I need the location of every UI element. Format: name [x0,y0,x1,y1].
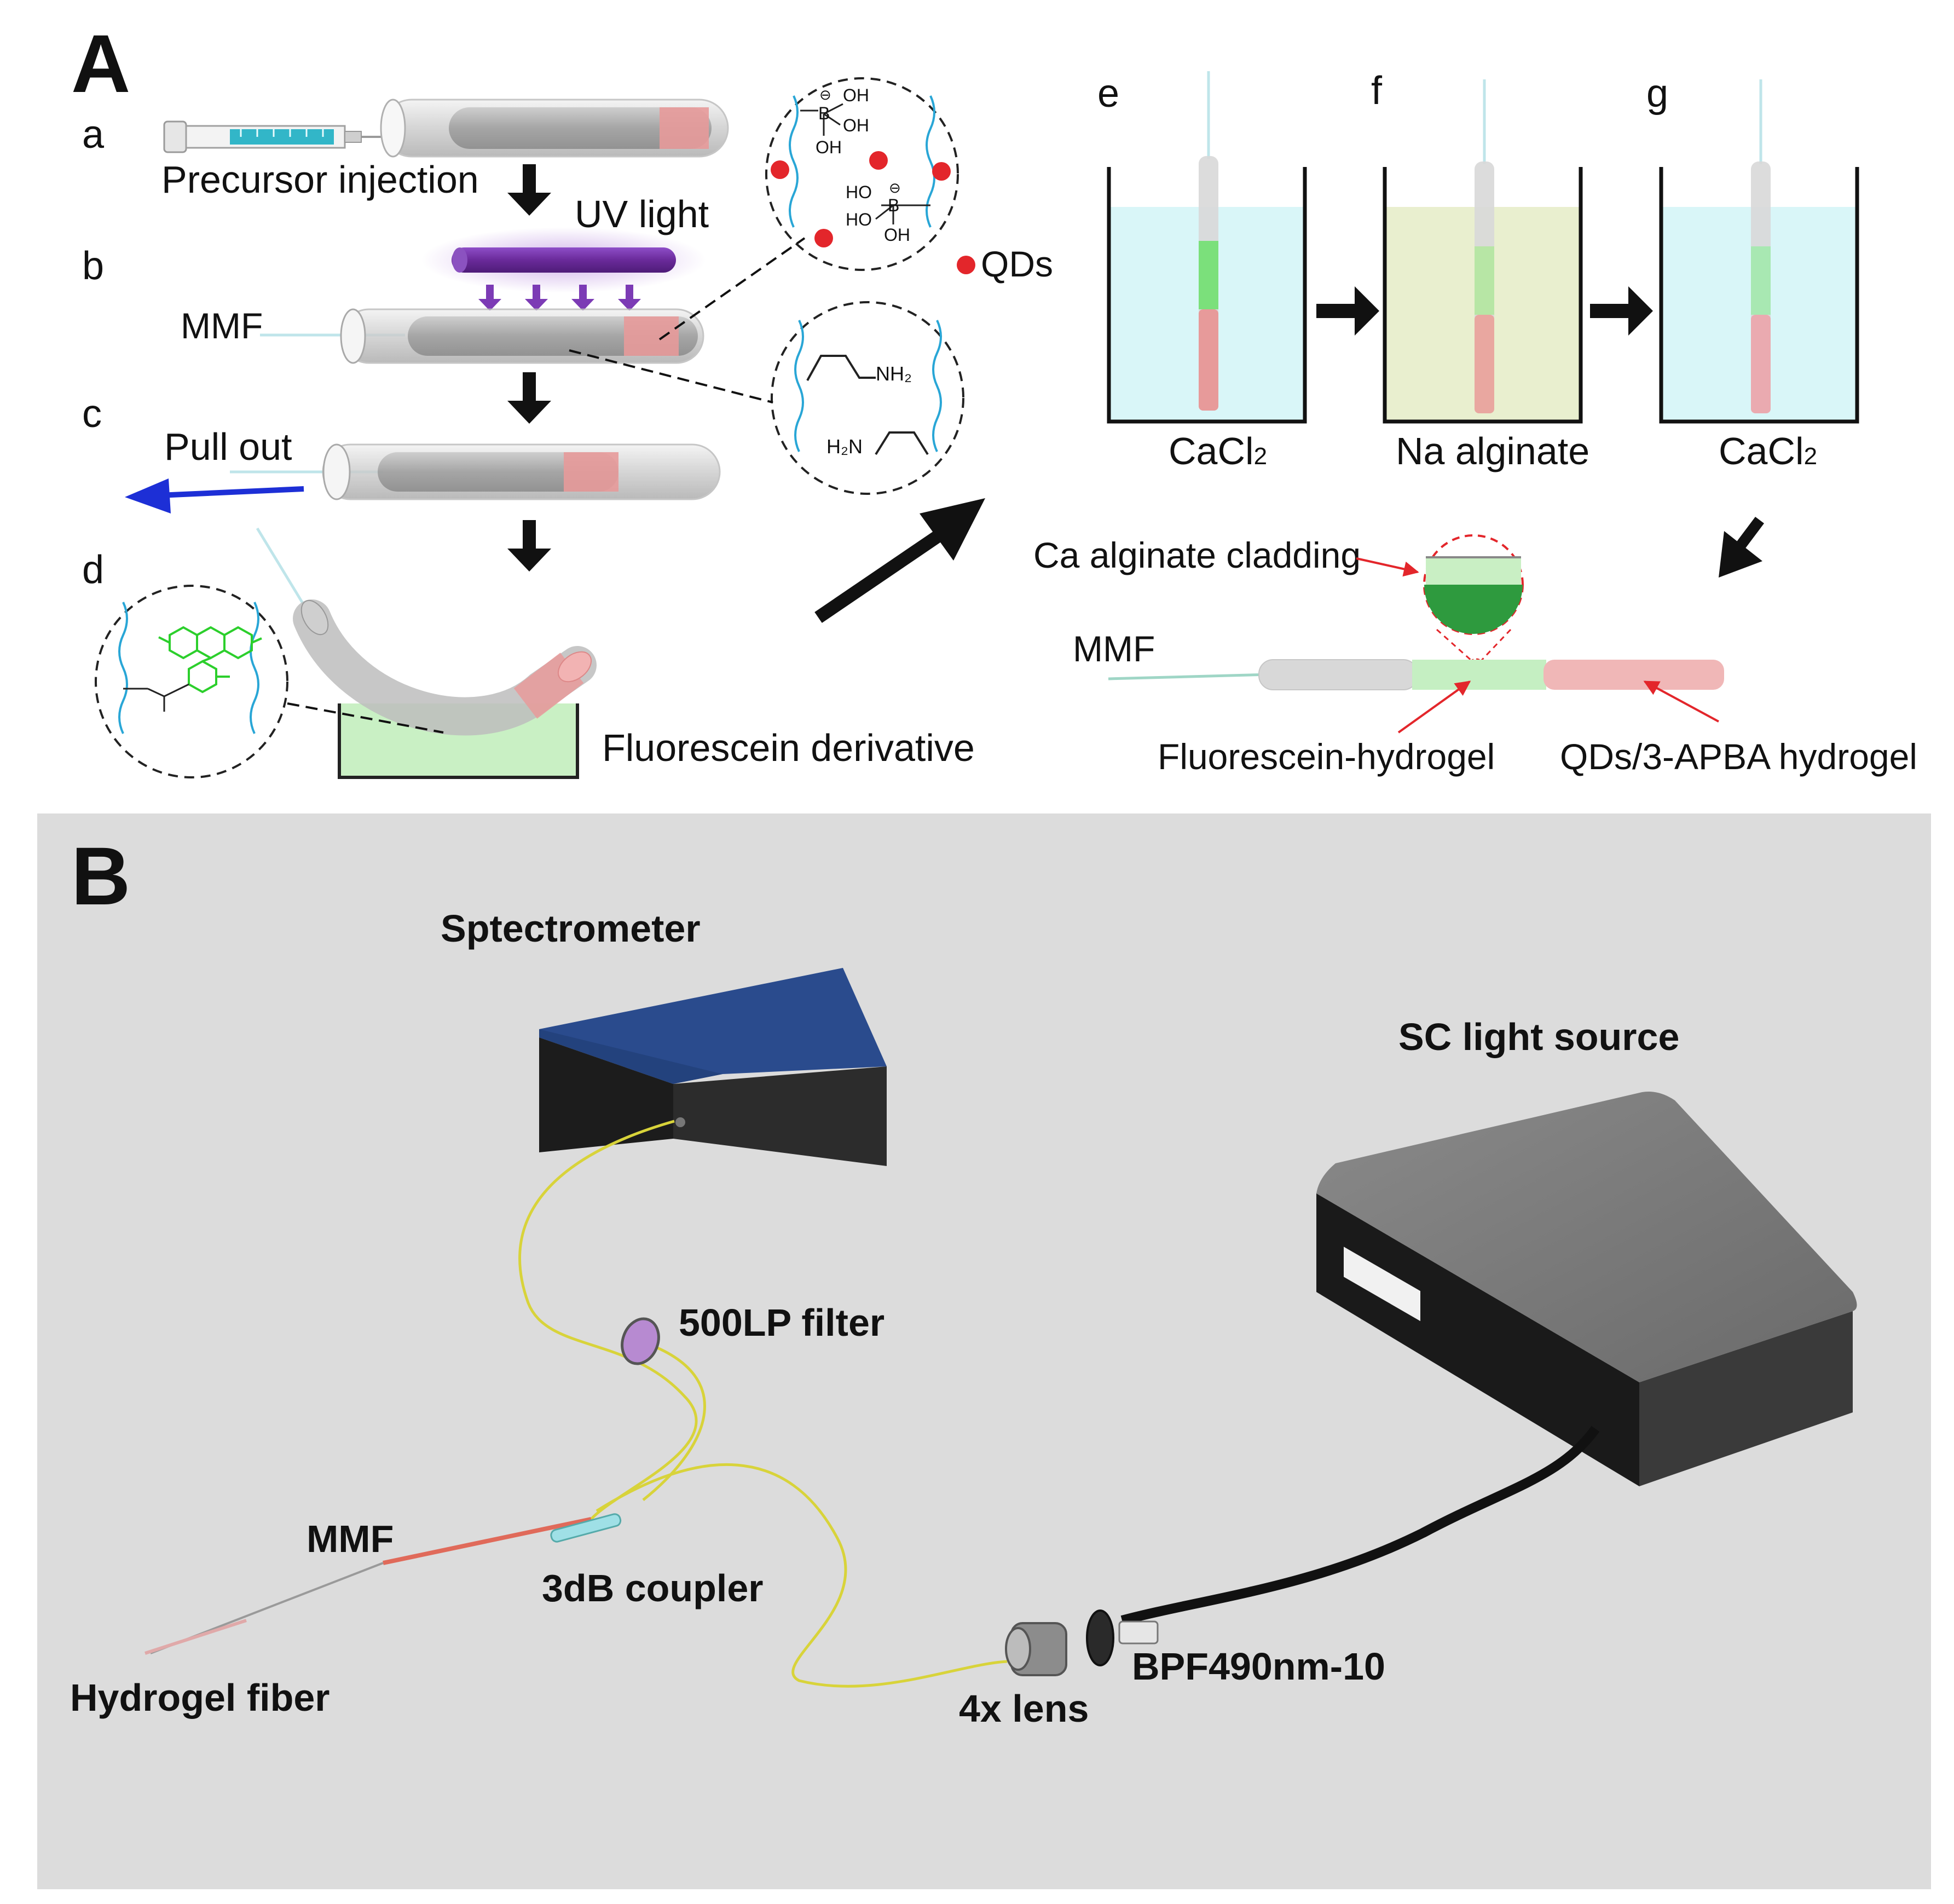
fluorescein-pointer [1397,680,1471,734]
bpf-label: BPF490nm-10 [1132,1645,1385,1688]
qd-dot [869,151,888,170]
down-arrow-2 [507,372,551,424]
zoom-line-d [287,702,444,734]
qds-apba-hydrogel-label: QDs/3-APBA hydrogel [1560,736,1917,777]
zoom-line-boronic [658,237,806,341]
qds-pointer [1643,680,1719,723]
coupler-device [550,1513,622,1543]
filter-500lp-label: 500LP filter [679,1301,884,1344]
beaker-g-label: CaCl2 [1719,430,1817,472]
down-arrow-1 [507,164,551,216]
lens-device [1005,1622,1067,1676]
bpf-filter-device [1086,1609,1159,1666]
panel-a-letter: A [71,18,130,109]
panel-b-letter: B [71,830,130,922]
mmf-label-a: MMF [181,305,263,346]
qd-dot [814,229,833,247]
beaker-arrow-2 [1590,286,1653,336]
pull-out-label: Pull out [164,425,292,468]
step-d-label: d [82,548,104,592]
spectrometer-device [539,968,887,1166]
hydrogel-fiber-product [1108,659,1724,690]
beaker-e-label: CaCl2 [1169,430,1267,472]
zoom-circle-boronic: B ⊖ OH OH OH B ⊖ HO HO OH [765,77,959,271]
syringe-illustration [163,120,402,153]
qd-dot [932,162,951,181]
beaker-e [1107,71,1307,424]
qds-label: QDs [981,244,1053,284]
step-f-label: f [1371,69,1383,113]
cladding-zoom-circle [1423,534,1524,676]
capillary-tube-a [380,99,729,158]
oh-label-4: OH [884,225,910,245]
minus-label-2: ⊖ [889,180,901,196]
fluorescein-hydrogel-label: Fluorescein-hydrogel [1158,736,1495,777]
beaker-f-label: Na alginate [1396,430,1589,472]
ho-label-1: HO [846,182,872,202]
nh2-label: NH₂ [876,362,912,385]
beaker-f [1383,79,1583,424]
step-e-label: e [1097,72,1119,116]
transition-arrow [814,498,985,623]
beaker-g [1659,79,1859,424]
uv-lamp [421,227,706,293]
cladding-pointer [1356,557,1419,577]
qd-dot [771,160,789,179]
uv-rays [478,285,641,311]
sc-light-source-device [1316,1092,1857,1486]
panel-a: A a b c d Precursor injection [71,18,1917,779]
step-a-label: a [82,113,105,157]
lens-label: 4x lens [959,1687,1089,1730]
zoom-line-amine [569,349,773,403]
down-arrow-3 [507,520,551,572]
fluorescein-bath [256,527,597,779]
boron-label-2: B [888,195,899,215]
oh-label-2: OH [843,116,869,135]
minus-label-1: ⊖ [819,86,831,103]
sc-light-source-label: SC light source [1398,1016,1679,1058]
panel-b: B Sptectrometer SC light source [37,813,1931,1889]
oh-label-1: OH [843,85,869,105]
h2n-label: H₂N [826,435,863,458]
mmf-label-fiber: MMF [1073,628,1155,669]
beaker-arrow-1 [1316,286,1379,336]
zoom-circle-fluorescein [95,585,288,778]
spectrometer-label: Sptectrometer [441,907,701,950]
fiber-network [144,1120,1600,1688]
boron-label-1: B [818,103,830,123]
qd-legend-dot [957,256,975,274]
fluorescein-derivative-label: Fluorescein derivative [602,726,975,769]
step-g-label: g [1646,72,1668,116]
capillary-tube-b [260,308,704,364]
step-b-label: b [82,244,104,288]
capillary-tube-c [230,443,721,500]
coupler-label: 3dB coupler [542,1567,764,1609]
final-step-arrow [1719,517,1764,578]
precursor-injection-label: Precursor injection [161,158,479,201]
ho-label-2: HO [846,210,872,229]
step-c-label: c [82,392,102,436]
filter-500lp-device [621,1317,660,1365]
ca-alginate-cladding-label: Ca alginate cladding [1033,535,1361,575]
hydrogel-fiber-label: Hydrogel fiber [70,1676,330,1719]
mmf-label-b: MMF [307,1518,394,1560]
oh-label-3: OH [816,137,842,157]
pull-out-arrow [125,478,304,513]
zoom-circle-amine: NH₂ H₂N [771,301,964,495]
